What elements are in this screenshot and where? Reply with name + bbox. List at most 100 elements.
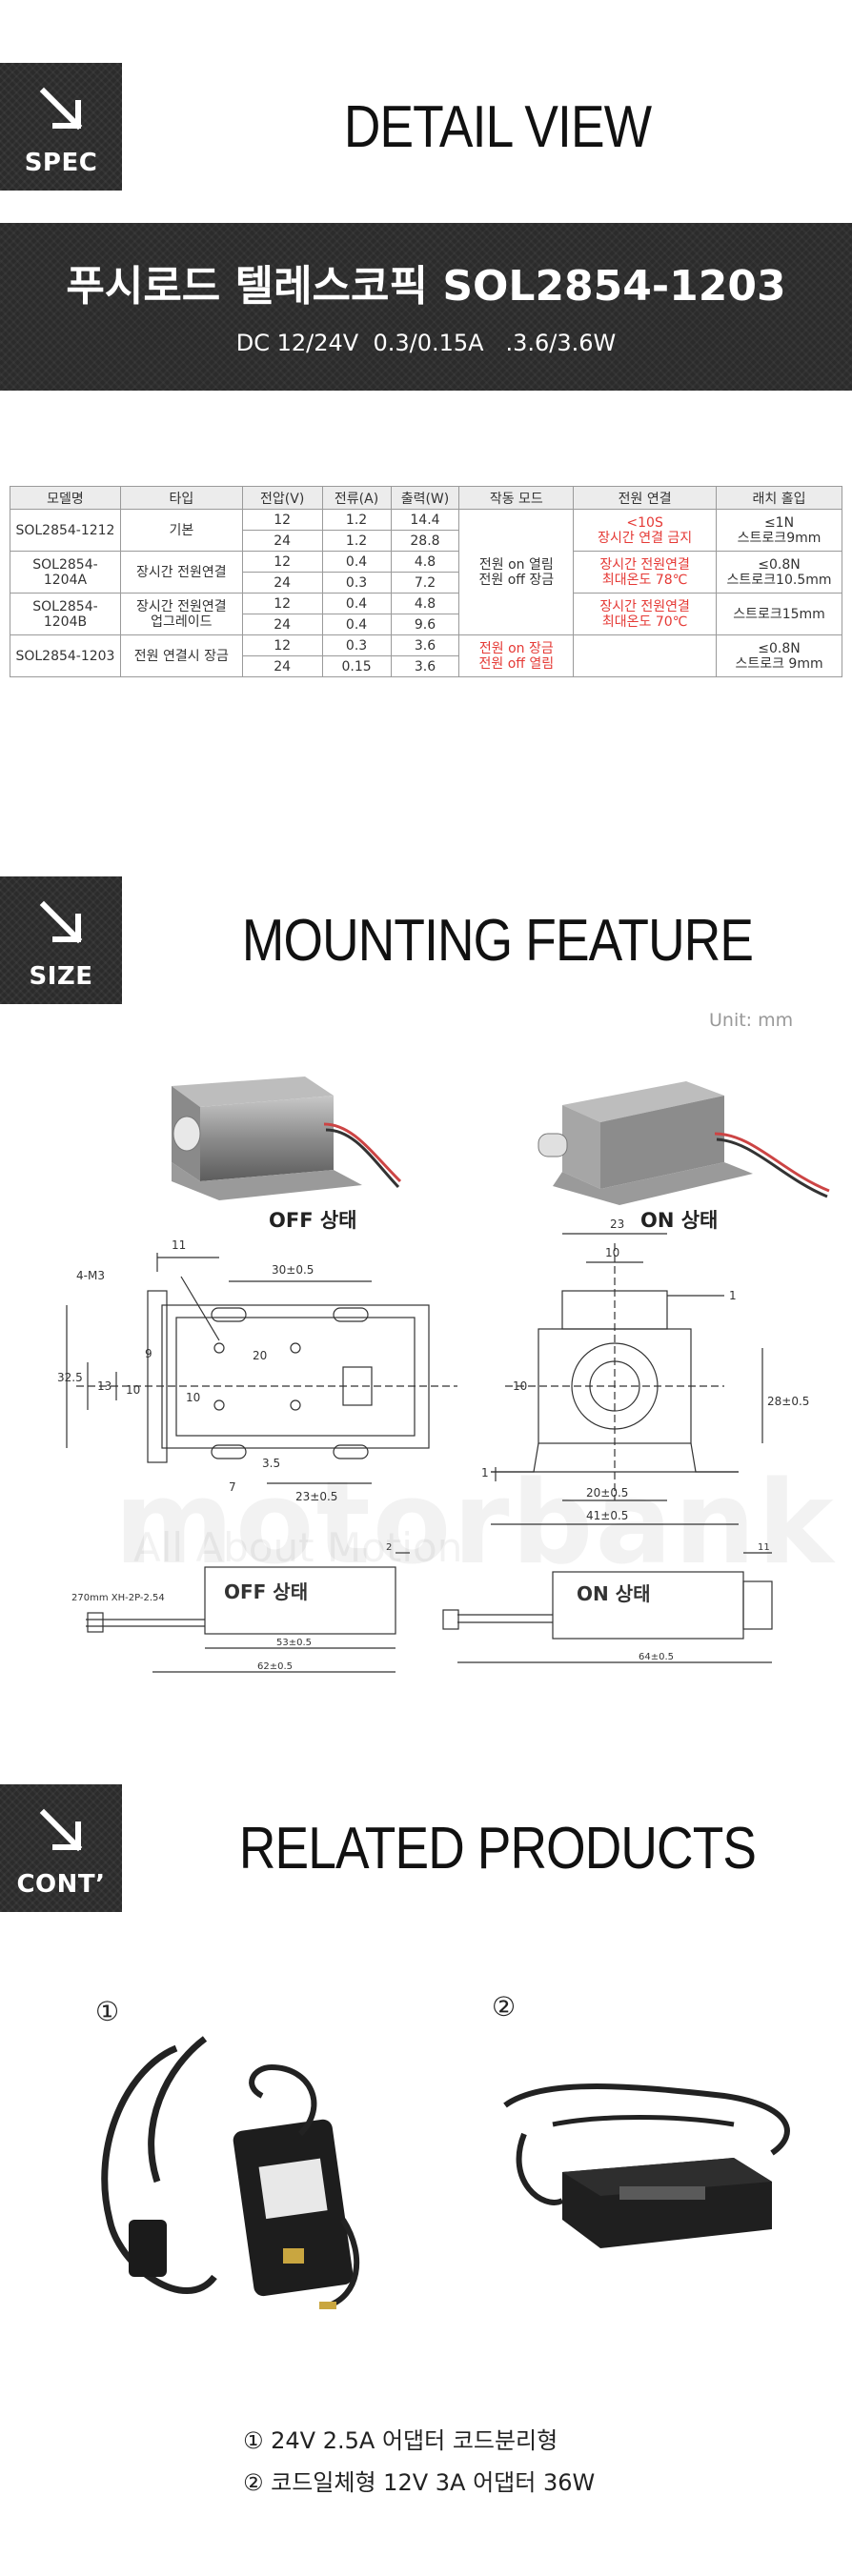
cell-voltage: 12: [241, 551, 323, 573]
dim-4m3: 4-M3: [76, 1269, 105, 1282]
dimension-drawing-top: 270mm XH-2P-2.54 OFF 상태 2 53±0.5 62±0.5 …: [71, 1542, 773, 1673]
dim-11: 11: [172, 1238, 186, 1252]
cell-output: 3.6: [390, 655, 460, 677]
on-state-caption: ON 상태: [640, 1209, 719, 1232]
th-type: 타입: [119, 486, 243, 510]
adapter-12v-photo: [503, 2083, 790, 2248]
dim-13: 13: [97, 1379, 112, 1393]
cont-badge: CONT’: [0, 1784, 122, 1912]
dim-23-right: 23: [610, 1218, 624, 1231]
cell-power: [573, 634, 718, 677]
solenoid-off-photo: [172, 1077, 402, 1200]
cell-power: <10S 장시간 연결 금지: [573, 509, 718, 552]
badge-label: SPEC: [24, 149, 98, 177]
on-state-drawing-label: ON 상태: [577, 1582, 651, 1605]
dim-1-base: 1: [481, 1466, 489, 1479]
dim-10: 10: [126, 1383, 140, 1397]
dim-10-side: 10: [513, 1379, 527, 1393]
product-number-1: ①: [95, 1996, 120, 2027]
badge-label: SIZE: [29, 962, 93, 991]
cell-voltage: 24: [241, 530, 323, 552]
wire-label: 270mm XH-2P-2.54: [71, 1593, 165, 1603]
cell-output: 14.4: [390, 509, 460, 531]
power-line: 장시간 전원연결: [599, 598, 690, 614]
watermark-tagline: All About Motion: [133, 1524, 463, 1571]
cell-latch: 스트로크15mm: [716, 593, 842, 635]
power-line: 최대온도 78℃: [601, 572, 688, 588]
cell-voltage: 24: [241, 614, 323, 635]
cell-output: 9.6: [390, 614, 460, 635]
table-row: 24 0.3 7.2: [10, 572, 842, 594]
adapter-24v-photo: [101, 2036, 360, 2309]
mode-line: 전원 off 열림: [478, 655, 555, 672]
spec-table: 모델명 타입 전압(V) 전류(A) 출력(W) 작동 모드 전원 연결 래치 …: [10, 486, 842, 677]
dim-10b: 10: [186, 1391, 200, 1404]
dim-10-right: 10: [605, 1246, 619, 1259]
cell-model: SOL2854-1212: [10, 509, 121, 552]
th-latch: 래치 홀입: [716, 486, 842, 510]
cell-output: 4.8: [390, 551, 460, 573]
type-line: 업그레이드: [151, 614, 213, 630]
cell-latch: ≤1N 스트로크9mm: [716, 509, 842, 552]
cell-current: 1.2: [321, 509, 392, 531]
arrow-down-right-icon: [39, 1808, 83, 1852]
section-title-related-products: RELATED PRODUCTS: [238, 1816, 757, 1882]
cell-current: 0.4: [321, 551, 392, 573]
solenoid-on-photo: [538, 1081, 830, 1205]
cell-current: 0.4: [321, 593, 392, 614]
cell-mode-red: 전원 on 장금 전원 off 열림: [458, 634, 575, 677]
cell-output: 28.8: [390, 530, 460, 552]
off-state-drawing-label: OFF 상태: [224, 1580, 308, 1603]
cell-voltage: 12: [241, 509, 323, 531]
latch-line: ≤0.8N: [758, 556, 801, 573]
section-title-detail-view: DETAIL VIEW: [343, 94, 652, 160]
dim-7: 7: [229, 1480, 236, 1494]
power-line: 장시간 전원연결: [599, 556, 690, 573]
dim-23: 23±0.5: [295, 1490, 337, 1503]
dim-64: 64±0.5: [639, 1652, 674, 1662]
cell-voltage: 12: [241, 634, 323, 656]
th-power: 전원 연결: [573, 486, 718, 510]
product-list: ① 24V 2.5A 어댑터 코드분리형 ② 코드일체형 12V 3A 어댑터 …: [243, 2420, 595, 2504]
arrow-down-right-icon: [39, 87, 83, 131]
cell-type: 전원 연결시 장금: [119, 634, 243, 677]
latch-line: ≤1N: [763, 514, 795, 531]
mode-line: 전원 off 장금: [478, 572, 555, 588]
dim-1-right: 1: [729, 1289, 737, 1302]
power-line: 최대온도 70℃: [601, 614, 688, 630]
mode-line: 전원 on 장금: [478, 640, 554, 656]
cell-output: 7.2: [390, 572, 460, 594]
dim-20-right: 20±0.5: [586, 1486, 628, 1499]
cell-power: 장시간 전원연결 최대온도 78℃: [573, 551, 718, 594]
dim-41: 41±0.5: [586, 1509, 628, 1522]
power-line: <10S: [626, 514, 663, 531]
list-item: ① 24V 2.5A 어댑터 코드분리형: [243, 2427, 558, 2454]
cell-voltage: 24: [241, 572, 323, 594]
cell-current: 0.3: [321, 634, 392, 656]
cell-type: 장시간 전원연결: [119, 551, 243, 594]
cell-latch: ≤0.8N 스트로크10.5mm: [716, 551, 842, 594]
th-model: 모델명: [10, 486, 121, 510]
cell-voltage: 24: [241, 655, 323, 677]
dim-3-5: 3.5: [262, 1457, 280, 1470]
mode-line: 전원 on 열림: [478, 556, 554, 573]
dim-20: 20: [253, 1349, 267, 1362]
th-mode: 작동 모드: [458, 486, 575, 510]
latch-line: ≤0.8N: [758, 640, 801, 656]
table-row: 24 0.15 3.6: [10, 655, 842, 677]
latch-line: 스트로크10.5mm: [726, 572, 832, 588]
cell-output: 4.8: [390, 593, 460, 614]
cell-current: 0.3: [321, 572, 392, 594]
badge-label: CONT’: [16, 1870, 106, 1899]
dim-32-5: 32.5: [57, 1371, 83, 1384]
table-row: SOL2854-1203 전원 연결시 장금 12 0.3 3.6 전원 on …: [10, 634, 842, 677]
cell-current: 1.2: [321, 530, 392, 552]
cell-output: 3.6: [390, 634, 460, 656]
dim-28: 28±0.5: [767, 1395, 809, 1408]
cell-current: 0.4: [321, 614, 392, 635]
cell-type: 장시간 전원연결 업그레이드: [119, 593, 243, 635]
section-title-mounting-feature: MOUNTING FEATURE: [241, 908, 754, 974]
product-number-2: ②: [492, 1991, 517, 2023]
cell-model: SOL2854-1204A: [10, 551, 121, 594]
cell-current: 0.15: [321, 655, 392, 677]
